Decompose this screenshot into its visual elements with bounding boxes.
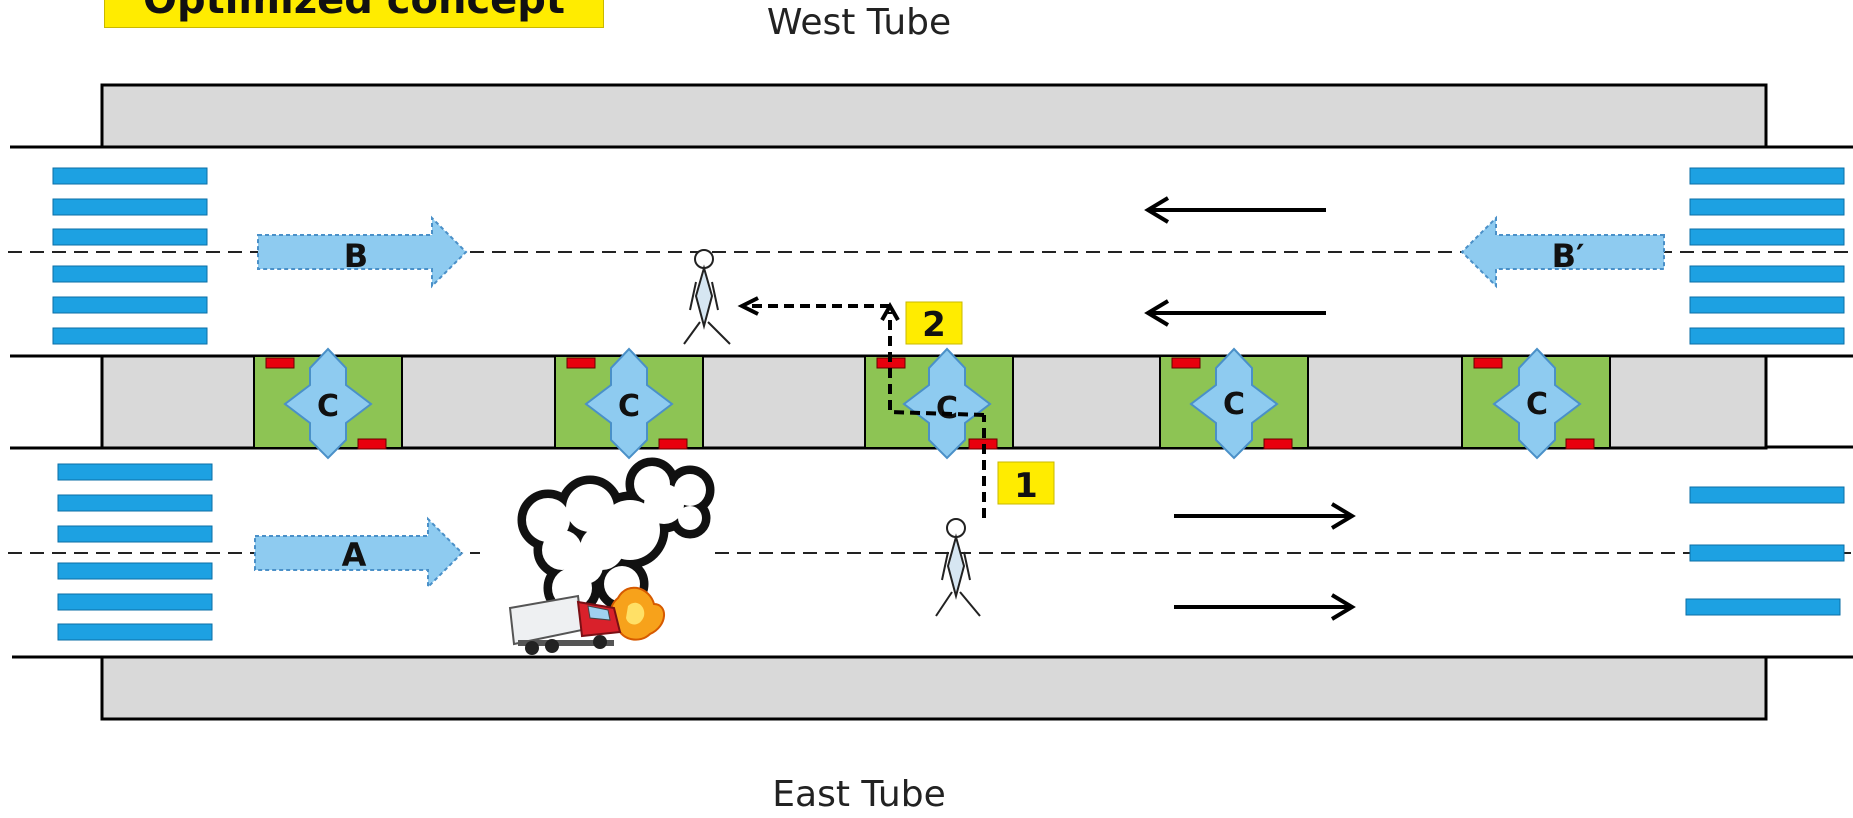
- bottom-wall: [100, 655, 1768, 721]
- evacuation-arrowheads: [737, 296, 900, 321]
- cross-passage-label: C: [618, 389, 640, 424]
- cross-passage-label: C: [1223, 387, 1245, 422]
- title-badge: Optimized concept: [104, 0, 604, 28]
- cross-passage-1: C: [253, 347, 403, 460]
- step-marker-2: 2: [905, 301, 963, 345]
- cross-passage-label: C: [317, 389, 339, 424]
- ventilation-left-west: [52, 167, 208, 345]
- step-label-2: 2: [922, 305, 946, 345]
- east-tube-label: East Tube: [772, 774, 946, 815]
- person-icon: [935, 518, 981, 617]
- ventilation-right-east: [1685, 486, 1845, 616]
- cross-passage-3: C: [864, 347, 1014, 460]
- flow-arrow-b-prime: B′: [1460, 215, 1665, 289]
- flow-label-a: A: [342, 536, 367, 574]
- step-label-1: 1: [1014, 466, 1038, 506]
- cross-passage-label: C: [1526, 387, 1548, 422]
- ventilation-left-east: [57, 463, 213, 641]
- flow-arrow-b: B: [257, 215, 468, 289]
- person-icon: [683, 249, 731, 345]
- cross-passage-2: C: [554, 347, 704, 460]
- cross-passage-4: C: [1159, 347, 1309, 460]
- cross-passage-label: C: [936, 391, 958, 426]
- ventilation-right-west: [1689, 167, 1845, 345]
- flow-arrow-a: A: [254, 516, 464, 590]
- lane-center-lines: [8, 251, 1853, 554]
- tube-boundaries: [10, 145, 1853, 659]
- west-tube-label: West Tube: [766, 2, 952, 43]
- step-marker-1: 1: [997, 461, 1055, 506]
- top-wall: [100, 83, 1768, 149]
- smoke-core: [526, 466, 706, 608]
- traffic-arrows: [1144, 196, 1356, 621]
- evacuation-route: [745, 304, 986, 518]
- flow-label-b: B: [344, 237, 368, 275]
- cross-passage-5: C: [1461, 347, 1611, 460]
- flow-label-b-prime: B′: [1552, 237, 1585, 275]
- burning-truck-icon: [508, 586, 665, 655]
